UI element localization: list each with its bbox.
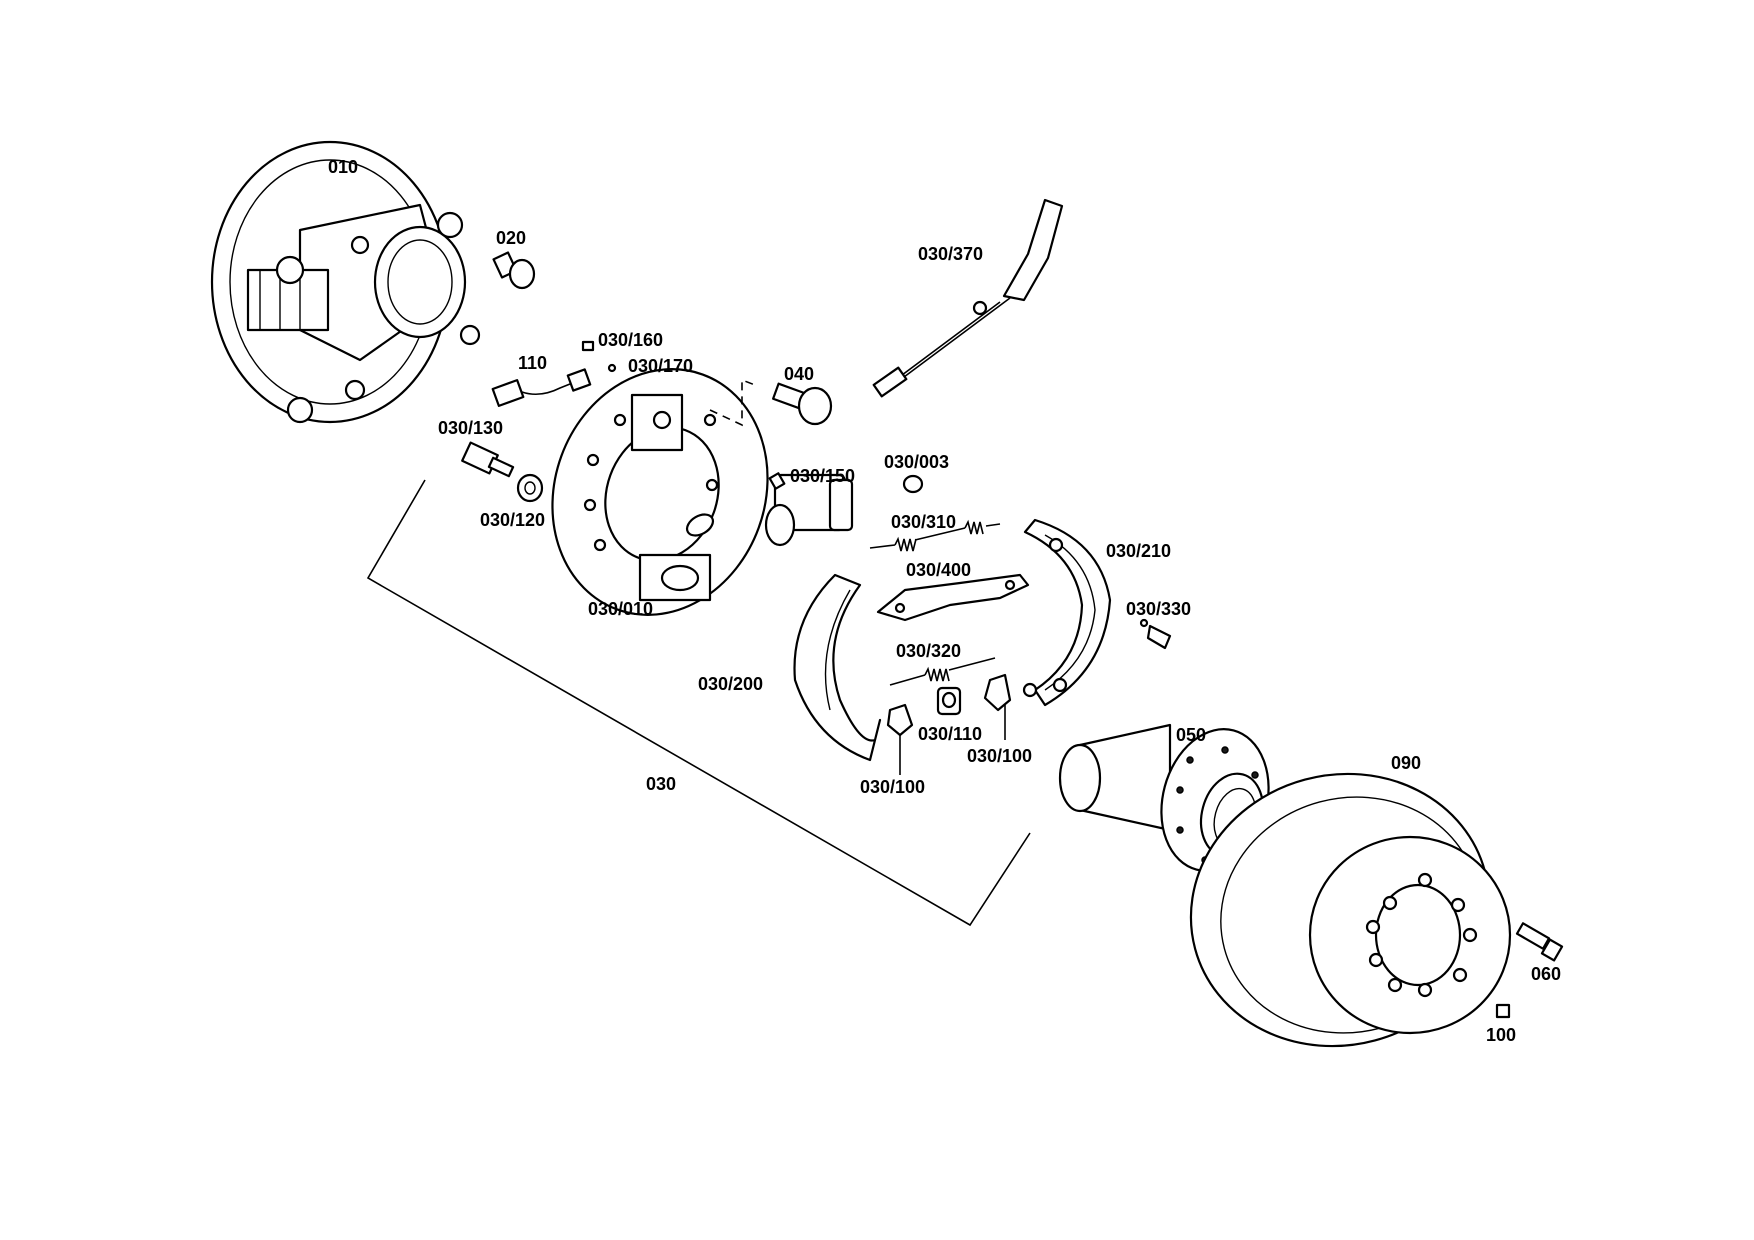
part-030-200-shoe — [793, 573, 882, 762]
label-020: 020 — [496, 228, 526, 248]
label-090: 090 — [1391, 753, 1421, 773]
part-090-drum — [1189, 772, 1512, 1048]
part-030-330-spring — [1139, 618, 1172, 650]
label-030-160: 030/160 — [598, 330, 663, 350]
label-030-170: 030/170 — [628, 356, 693, 376]
part-labels: 010 020 030/370 030/160 030/170 110 040 … — [328, 157, 1561, 1045]
label-060: 060 — [1531, 964, 1561, 984]
group-030-bracket — [366, 479, 1031, 927]
label-040: 040 — [784, 364, 814, 384]
part-030-400-lever — [876, 573, 1030, 622]
label-010: 010 — [328, 157, 358, 177]
label-030-100-a: 030/100 — [860, 777, 925, 797]
part-030-310-spring — [869, 519, 1001, 552]
part-030-320-spring — [889, 657, 996, 686]
part-030-210-shoe — [1023, 518, 1112, 707]
label-030-130: 030/130 — [438, 418, 503, 438]
part-030-100-adjuster-b — [983, 673, 1038, 740]
part-060-stud — [1515, 922, 1564, 962]
label-110: 110 — [518, 353, 547, 373]
part-100-screw — [1495, 1003, 1511, 1019]
part-110-sensor — [491, 340, 617, 408]
part-030-370-cable — [872, 198, 1064, 398]
label-030: 030 — [646, 774, 676, 794]
label-100: 100 — [1486, 1025, 1516, 1045]
part-010-housing — [210, 140, 481, 424]
label-030-100-b: 030/100 — [967, 746, 1032, 766]
label-030-010: 030/010 — [588, 599, 653, 619]
part-030-003-cap — [902, 474, 924, 494]
label-030-120: 030/120 — [480, 510, 545, 530]
part-030-110-pin — [936, 686, 962, 716]
label-030-150: 030/150 — [790, 466, 855, 486]
part-030-010-backing-plate — [551, 368, 769, 616]
label-030-370: 030/370 — [918, 244, 983, 264]
label-030-210: 030/210 — [1106, 541, 1171, 561]
part-030-120-washer — [516, 473, 544, 503]
label-030-400: 030/400 — [906, 560, 971, 580]
part-040-bolt — [772, 382, 833, 426]
part-030-130-bolt — [461, 441, 515, 478]
label-030-320: 030/320 — [896, 641, 961, 661]
label-030-003: 030/003 — [884, 452, 949, 472]
part-030-150-wheel-cylinder — [764, 472, 854, 547]
label-050: 050 — [1176, 725, 1206, 745]
label-030-200: 030/200 — [698, 674, 763, 694]
label-030-310: 030/310 — [891, 512, 956, 532]
label-030-110: 030/110 — [918, 724, 982, 744]
label-030-330: 030/330 — [1126, 599, 1191, 619]
part-020-bolt — [492, 251, 536, 290]
part-050-hub — [1058, 723, 1270, 872]
part-030-100-adjuster-a — [886, 703, 914, 775]
